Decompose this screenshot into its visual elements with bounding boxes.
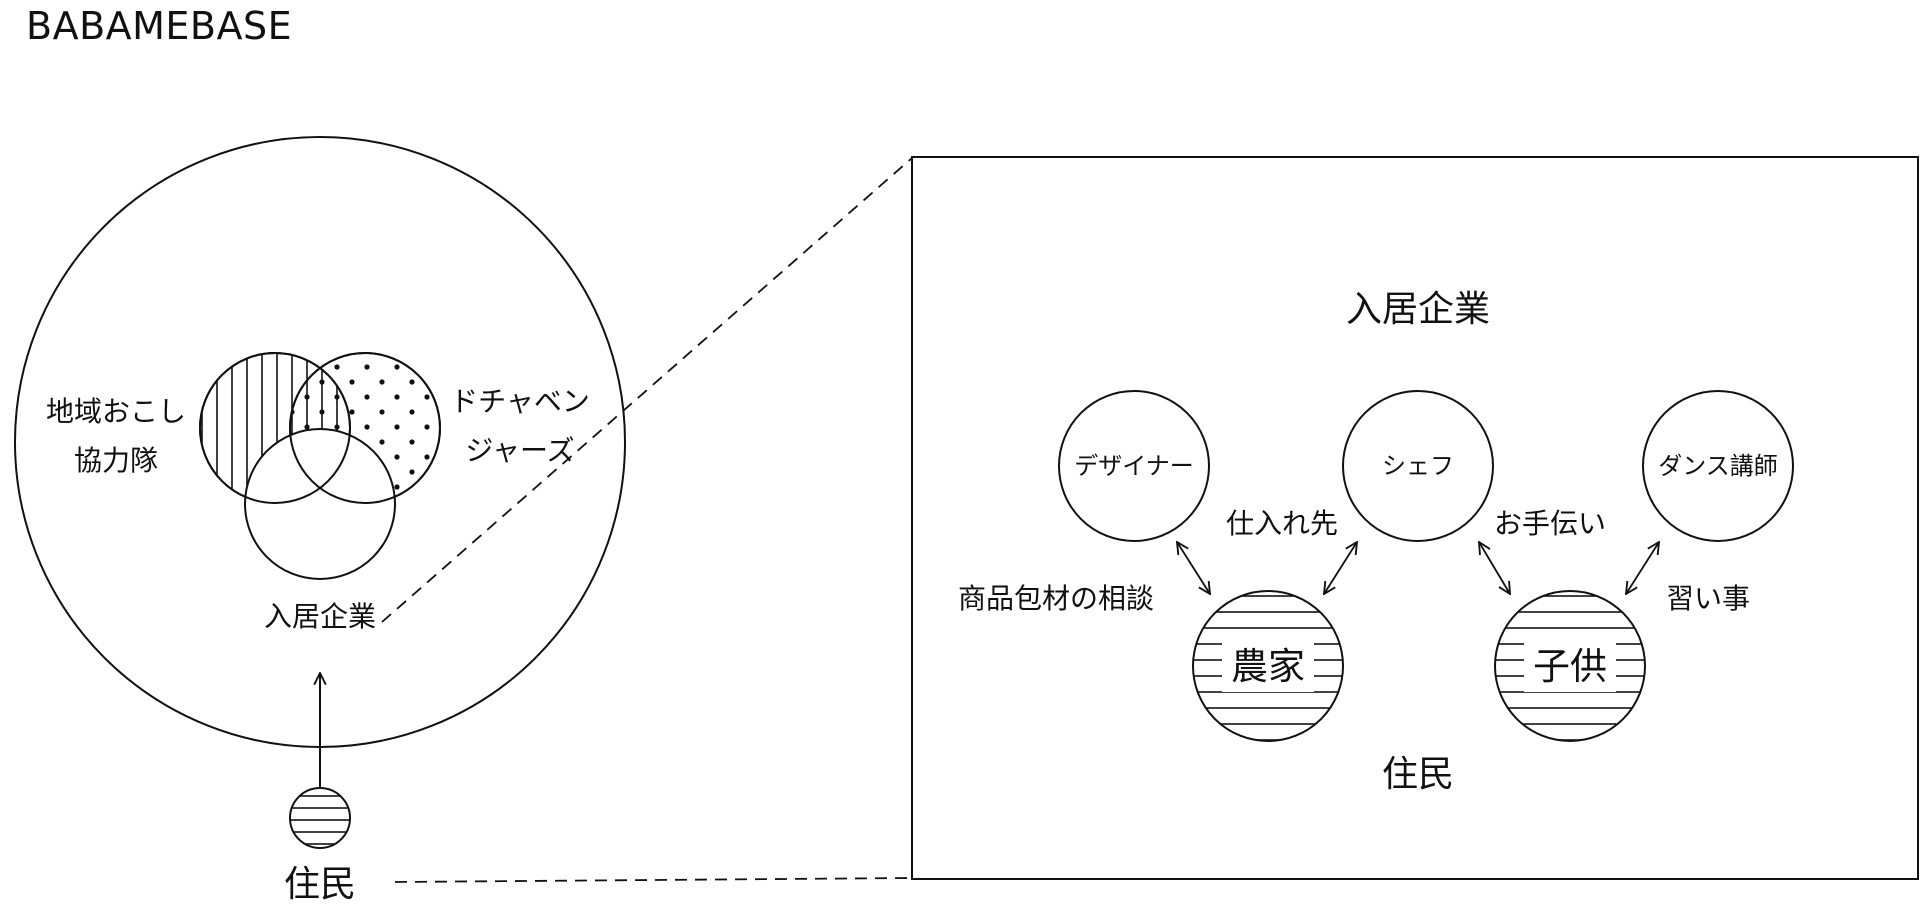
- label-nyukyo-left: 入居企業: [264, 600, 376, 633]
- label-help: お手伝い: [1494, 507, 1606, 540]
- label-dochya-line2: ジャーズ: [465, 434, 574, 467]
- label-dance: ダンス講師: [1658, 452, 1778, 480]
- page-title: BABAMEBASE: [26, 4, 293, 48]
- label-dochya-line1: ドチャベン: [450, 385, 590, 418]
- arrow-dance-child: [1626, 542, 1659, 594]
- role-circle-designer: [1058, 390, 1210, 542]
- label-lessons: 習い事: [1666, 582, 1750, 615]
- child-label-bg: [1524, 640, 1616, 692]
- label-chiiki-line1: 地域おこし: [46, 395, 186, 428]
- label-resident-left: 住民: [284, 864, 356, 905]
- zoom-line-top: [381, 157, 913, 623]
- arrow-designer-farmer: [1177, 542, 1210, 594]
- venn-outline-dochya: [289, 352, 441, 504]
- venn-outline-chiiki: [199, 352, 351, 504]
- label-resident-right: 住民: [1382, 754, 1454, 795]
- zoom-line-bottom: [394, 877, 913, 883]
- role-circle-chef: [1342, 390, 1494, 542]
- arrow-chef-farmer: [1324, 542, 1357, 594]
- label-chef: シェフ: [1382, 452, 1454, 480]
- farmer-label-bg: [1222, 640, 1314, 692]
- label-farmer: 農家: [1231, 645, 1305, 688]
- label-packaging: 商品包材の相談: [958, 582, 1154, 615]
- resident-circle-small: [289, 787, 351, 849]
- venn-circle-nyukyo: [244, 428, 396, 580]
- label-nyukyo-right: 入居企業: [1346, 289, 1490, 330]
- zoom-box: [911, 156, 1919, 880]
- label-chiiki-line2: 協力隊: [74, 444, 158, 477]
- label-child: 子供: [1533, 645, 1607, 688]
- role-circle-dance: [1642, 390, 1794, 542]
- label-supplier: 仕入れ先: [1226, 507, 1338, 540]
- arrow-chef-child: [1479, 542, 1510, 594]
- label-designer: デザイナー: [1074, 452, 1194, 480]
